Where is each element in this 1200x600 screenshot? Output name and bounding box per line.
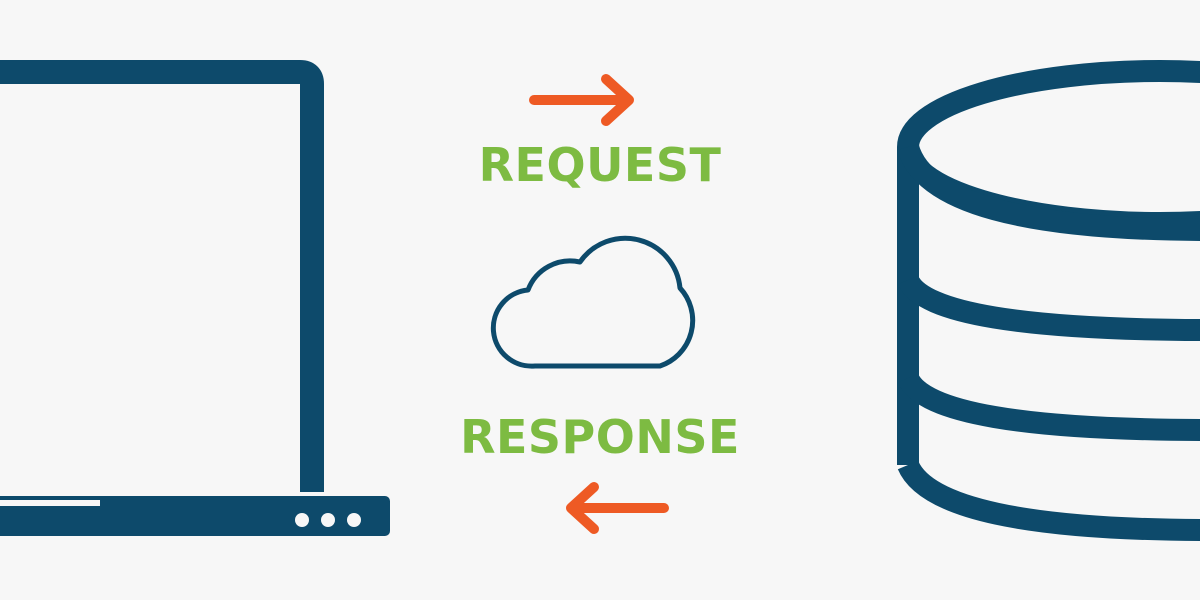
laptop-base [0, 496, 390, 536]
laptop-screen [0, 60, 324, 492]
database-ring [897, 274, 1200, 341]
response-label: RESPONSE [460, 410, 740, 464]
laptop-dot [347, 513, 361, 527]
laptop-dot [295, 513, 309, 527]
database-ring [897, 143, 1200, 241]
laptop-dot [321, 513, 335, 527]
database-bottom [897, 459, 1200, 541]
database-ring [897, 372, 1200, 441]
request-label: REQUEST [478, 138, 722, 192]
laptop-slot [0, 500, 100, 506]
